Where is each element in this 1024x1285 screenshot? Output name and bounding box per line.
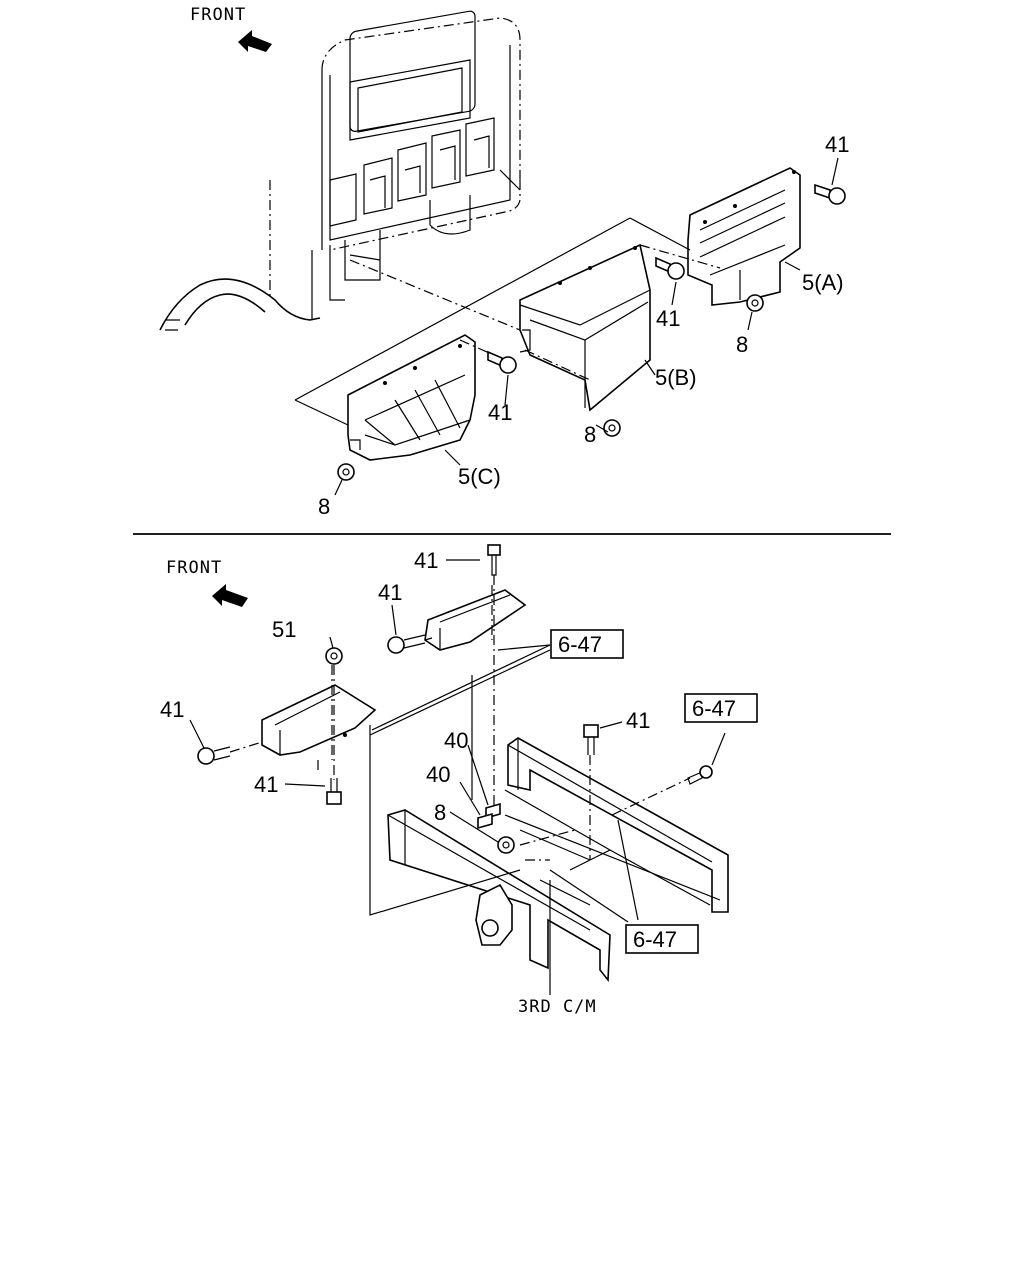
upper-section: FRONT <box>159 5 849 519</box>
left-bracket <box>261 665 377 760</box>
callout-41-top-right: 41 <box>825 132 849 157</box>
lower-section: FRONT <box>160 544 758 1017</box>
upper-fasteners <box>337 183 846 481</box>
upper-leaders <box>334 157 839 496</box>
callout-41-left: 41 <box>160 697 184 722</box>
ref-box-right[interactable]: 6-47 <box>684 693 758 723</box>
cab-outline <box>159 10 521 331</box>
callout-8-b: 8 <box>584 422 596 447</box>
callout-41-top: 41 <box>414 548 438 573</box>
callout-40-a: 40 <box>444 728 468 753</box>
ref-box-top-text: 6-47 <box>558 632 602 657</box>
lower-fasteners <box>197 544 713 854</box>
callout-3rd-crossmember: 3RD C/M <box>518 997 597 1017</box>
callout-8-a: 8 <box>736 332 748 357</box>
upper-front-arrow-icon <box>238 30 272 52</box>
callout-40-b: 40 <box>426 762 450 787</box>
callout-5a: 5(A) <box>802 270 844 295</box>
ref-box-bottom-text: 6-47 <box>633 927 677 952</box>
ref-box-right-text: 6-47 <box>692 696 736 721</box>
ref-box-top[interactable]: 6-47 <box>550 629 624 659</box>
callout-41-upper-left: 41 <box>378 580 402 605</box>
ref-box-bottom[interactable]: 6-47 <box>625 924 699 954</box>
lower-front-label: FRONT <box>166 558 222 578</box>
callout-41-lower-left: 41 <box>254 772 278 797</box>
part-5b-cover <box>519 243 651 412</box>
callout-41-right: 41 <box>626 708 650 733</box>
upper-right-bracket <box>424 585 527 651</box>
callout-8: 8 <box>434 800 446 825</box>
callout-5c: 5(C) <box>458 464 501 489</box>
callout-51: 51 <box>272 617 296 642</box>
part-5a-cover <box>687 167 801 306</box>
callout-5b: 5(B) <box>655 365 697 390</box>
part-5c-cover <box>347 334 476 461</box>
upper-front-label: FRONT <box>190 5 246 25</box>
callout-41-a: 41 <box>656 306 680 331</box>
frame-rails <box>387 737 729 983</box>
callout-8-c: 8 <box>318 494 330 519</box>
lower-leaders <box>189 559 726 995</box>
lower-front-arrow-icon <box>212 584 248 607</box>
callout-41-b: 41 <box>488 400 512 425</box>
